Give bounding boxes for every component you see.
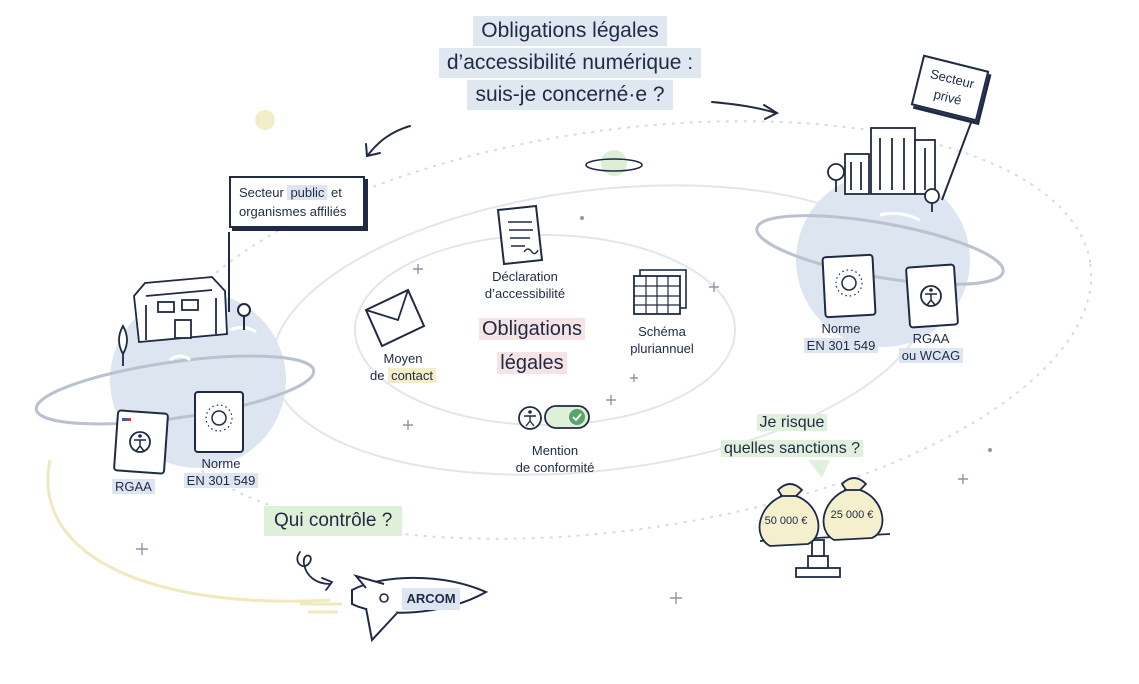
small-dot: [580, 216, 584, 220]
outer-orbit: [147, 120, 1093, 540]
squiggle-arrow-icon: [296, 551, 334, 591]
arrow-right-icon: [711, 101, 780, 120]
public-flag-text-1: Secteur: [239, 185, 284, 200]
rocket-icon: [300, 574, 489, 643]
tree-icon: [118, 324, 128, 366]
contact-highlight: contact: [388, 368, 436, 383]
public-en-line-1: Norme: [201, 456, 241, 471]
sparkle-icons: [136, 264, 968, 604]
center-title: Obligations légales: [462, 312, 602, 380]
private-rgaa-label: RGAA ou WCAG: [896, 330, 966, 364]
accessibility-icon: [518, 406, 542, 430]
arrow-left-icon: [365, 125, 411, 158]
schema-line-1: Schéma: [638, 324, 686, 339]
schema-line-2: pluriannuel: [630, 341, 694, 356]
en-norm-book-icon: [194, 391, 244, 453]
center-title-line-2: légales: [497, 352, 567, 374]
contact-line-1: Moyen: [383, 351, 423, 366]
title-line-2: d’accessibilité numérique :: [438, 48, 702, 78]
declaration-line-2: d’accessibilité: [484, 286, 566, 301]
sparkle-icon: [413, 264, 423, 274]
mention-line-2: de conformité: [515, 460, 595, 475]
public-rgaa-label: RGAA: [112, 478, 155, 495]
sparkle-icon: [630, 374, 638, 382]
sparkle-icon: [670, 592, 682, 604]
sparkle-icon: [403, 420, 413, 430]
mention-label: Mention de conformité: [505, 442, 605, 476]
flag-pole-right: [941, 119, 973, 201]
private-en-label: Norme EN 301 549: [800, 320, 882, 354]
toggle-switch-icon: [544, 405, 590, 429]
private-en-line-1: Norme: [821, 321, 861, 336]
private-flag-line-2: privé: [932, 86, 964, 108]
rocket-label: ARCOM: [406, 591, 456, 606]
title-line-1: Obligations légales: [473, 16, 667, 46]
inner-orbit: [354, 234, 736, 426]
en-norm-book-icon: [821, 253, 877, 319]
sparkle-icon: [606, 395, 616, 405]
small-planet-icon: [585, 150, 643, 176]
declaration-label: Déclaration d’accessibilité: [470, 268, 580, 302]
private-rgaa-line-2: ou WCAG: [898, 348, 964, 363]
public-sector-flag: Secteur public et organismes affiliés: [229, 176, 365, 228]
calendar-grid-icon: [633, 269, 687, 315]
main-title: Obligations légales d’accessibilité numé…: [410, 16, 730, 112]
contact-prefix: de: [369, 368, 385, 383]
sparkle-icon: [958, 474, 968, 484]
money-bag-icon: [758, 483, 820, 547]
control-question: Qui contrôle ?: [264, 506, 403, 536]
public-flag-highlight: public: [287, 185, 328, 200]
public-building-icon: [133, 276, 228, 343]
declaration-line-1: Déclaration: [492, 269, 558, 284]
yellow-trail: [46, 459, 331, 603]
money-bag-icon: [822, 477, 884, 541]
rgaa-book-icon: [113, 409, 169, 475]
tree-icon: [827, 163, 940, 212]
speech-bubble-tail: [808, 460, 830, 478]
contact-label: Moyen de contact: [360, 350, 446, 384]
public-en-label: Norme EN 301 549: [180, 455, 262, 489]
sparkle-icon: [709, 282, 719, 292]
small-dot: [988, 448, 992, 452]
public-flag-text-2: et: [331, 185, 342, 200]
sparkle-icon: [136, 543, 148, 555]
document-icon: [496, 204, 544, 266]
title-line-3: suis-je concerné·e ?: [467, 80, 673, 110]
amount-right-label: 25 000 €: [830, 509, 874, 521]
sanctions-line-2: quelles sanctions ?: [720, 440, 864, 457]
envelope-icon: [364, 288, 426, 348]
center-title-line-1: Obligations: [478, 318, 586, 340]
sanctions-line-1: Je risque: [756, 414, 828, 431]
mention-line-1: Mention: [531, 443, 579, 458]
public-rgaa-text: RGAA: [112, 479, 155, 494]
schema-label: Schéma pluriannuel: [620, 323, 704, 357]
rgaa-book-icon: [905, 263, 959, 329]
private-en-line-2: EN 301 549: [803, 338, 879, 353]
office-buildings-icon: [844, 127, 936, 195]
private-rgaa-line-1: RGAA: [912, 331, 950, 346]
sanctions-question: Je risque quelles sanctions ?: [712, 410, 872, 462]
pin-icon: [237, 303, 251, 330]
yellow-dot: [255, 110, 275, 130]
amount-left-label: 50 000 €: [764, 515, 808, 527]
public-flag-line-2: organismes affiliés: [239, 204, 347, 219]
public-en-line-2: EN 301 549: [183, 473, 259, 488]
